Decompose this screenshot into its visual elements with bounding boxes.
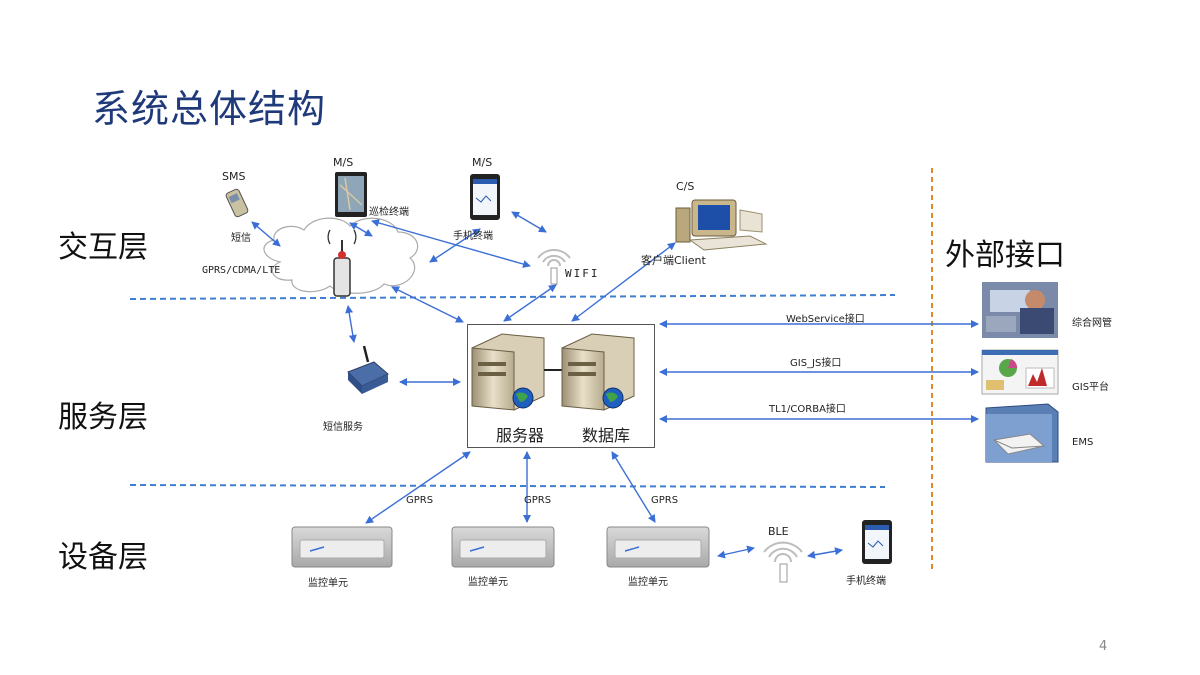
- network-management-icon: [982, 282, 1058, 338]
- page-number: 4: [1099, 639, 1108, 654]
- tablet-icon: [335, 172, 367, 217]
- device-phone-label: 手机终端: [846, 576, 886, 587]
- feature-phone-icon: [225, 188, 249, 218]
- monitoring-unit-label-2: 监控单元: [468, 577, 508, 588]
- monitoring-unit-label-3: 监控单元: [628, 577, 668, 588]
- ms-label-tablet: M/S: [333, 156, 354, 169]
- database-server-icon: [561, 333, 635, 411]
- monitoring-unit-icon: [291, 526, 393, 568]
- target-ems-label: EMS: [1072, 437, 1094, 448]
- client-label: 客户端Client: [641, 254, 706, 267]
- sms-label: SMS: [222, 170, 246, 183]
- sms-caption: 短信: [231, 233, 251, 244]
- layer-label-service: 服务层: [58, 400, 148, 435]
- wifi-icon: [537, 249, 571, 285]
- interface-tl1-label: TL1/CORBA接口: [769, 404, 846, 415]
- layer-label-interaction: 交互层: [58, 230, 148, 265]
- ems-server-icon: [985, 403, 1059, 463]
- monitoring-unit-icon: [451, 526, 555, 568]
- bluetooth-wireless-icon: [763, 541, 803, 583]
- patrol-terminal-label: 巡检终端: [369, 207, 409, 218]
- server-label: 服务器: [496, 426, 545, 445]
- antenna-icon: [327, 229, 357, 297]
- connector-arrows: [251, 211, 979, 559]
- wifi-label: WIFI: [565, 267, 600, 280]
- page-title: 系统总体结构: [92, 87, 327, 131]
- layer-label-external: 外部接口: [945, 238, 1065, 273]
- ble-label: BLE: [768, 525, 789, 538]
- gprs-label-3: GPRS: [651, 495, 679, 506]
- smartphone-icon: [470, 174, 500, 220]
- gis-platform-icon: [981, 349, 1059, 395]
- network-label: GPRS/CDMA/LTE: [202, 265, 281, 276]
- target-gis-label: GIS平台: [1072, 382, 1110, 393]
- gprs-label-1: GPRS: [406, 495, 434, 506]
- monitoring-unit-label-1: 监控单元: [308, 578, 348, 589]
- separator-lower: [129, 484, 886, 488]
- server-icon: [471, 333, 545, 411]
- smartphone-icon: [862, 520, 892, 564]
- mobile-terminal-label: 手机终端: [453, 231, 493, 242]
- sms-service-label: 短信服务: [323, 422, 363, 433]
- gprs-label-2: GPRS: [524, 495, 552, 506]
- modem-icon: [347, 345, 389, 394]
- ms-label-phone: M/S: [472, 156, 493, 169]
- separator-upper: [129, 294, 896, 300]
- database-label: 数据库: [582, 426, 631, 445]
- cs-label: C/S: [676, 180, 695, 193]
- monitoring-unit-icon: [606, 526, 710, 568]
- interface-gis-label: GIS_JS接口: [790, 358, 842, 369]
- desktop-computer-icon: [675, 199, 768, 251]
- layer-label-device: 设备层: [58, 540, 148, 575]
- target-network-mgmt-label: 综合网管: [1072, 318, 1112, 329]
- server-group-box: [467, 324, 655, 448]
- interface-webservice-label: WebService接口: [786, 314, 865, 325]
